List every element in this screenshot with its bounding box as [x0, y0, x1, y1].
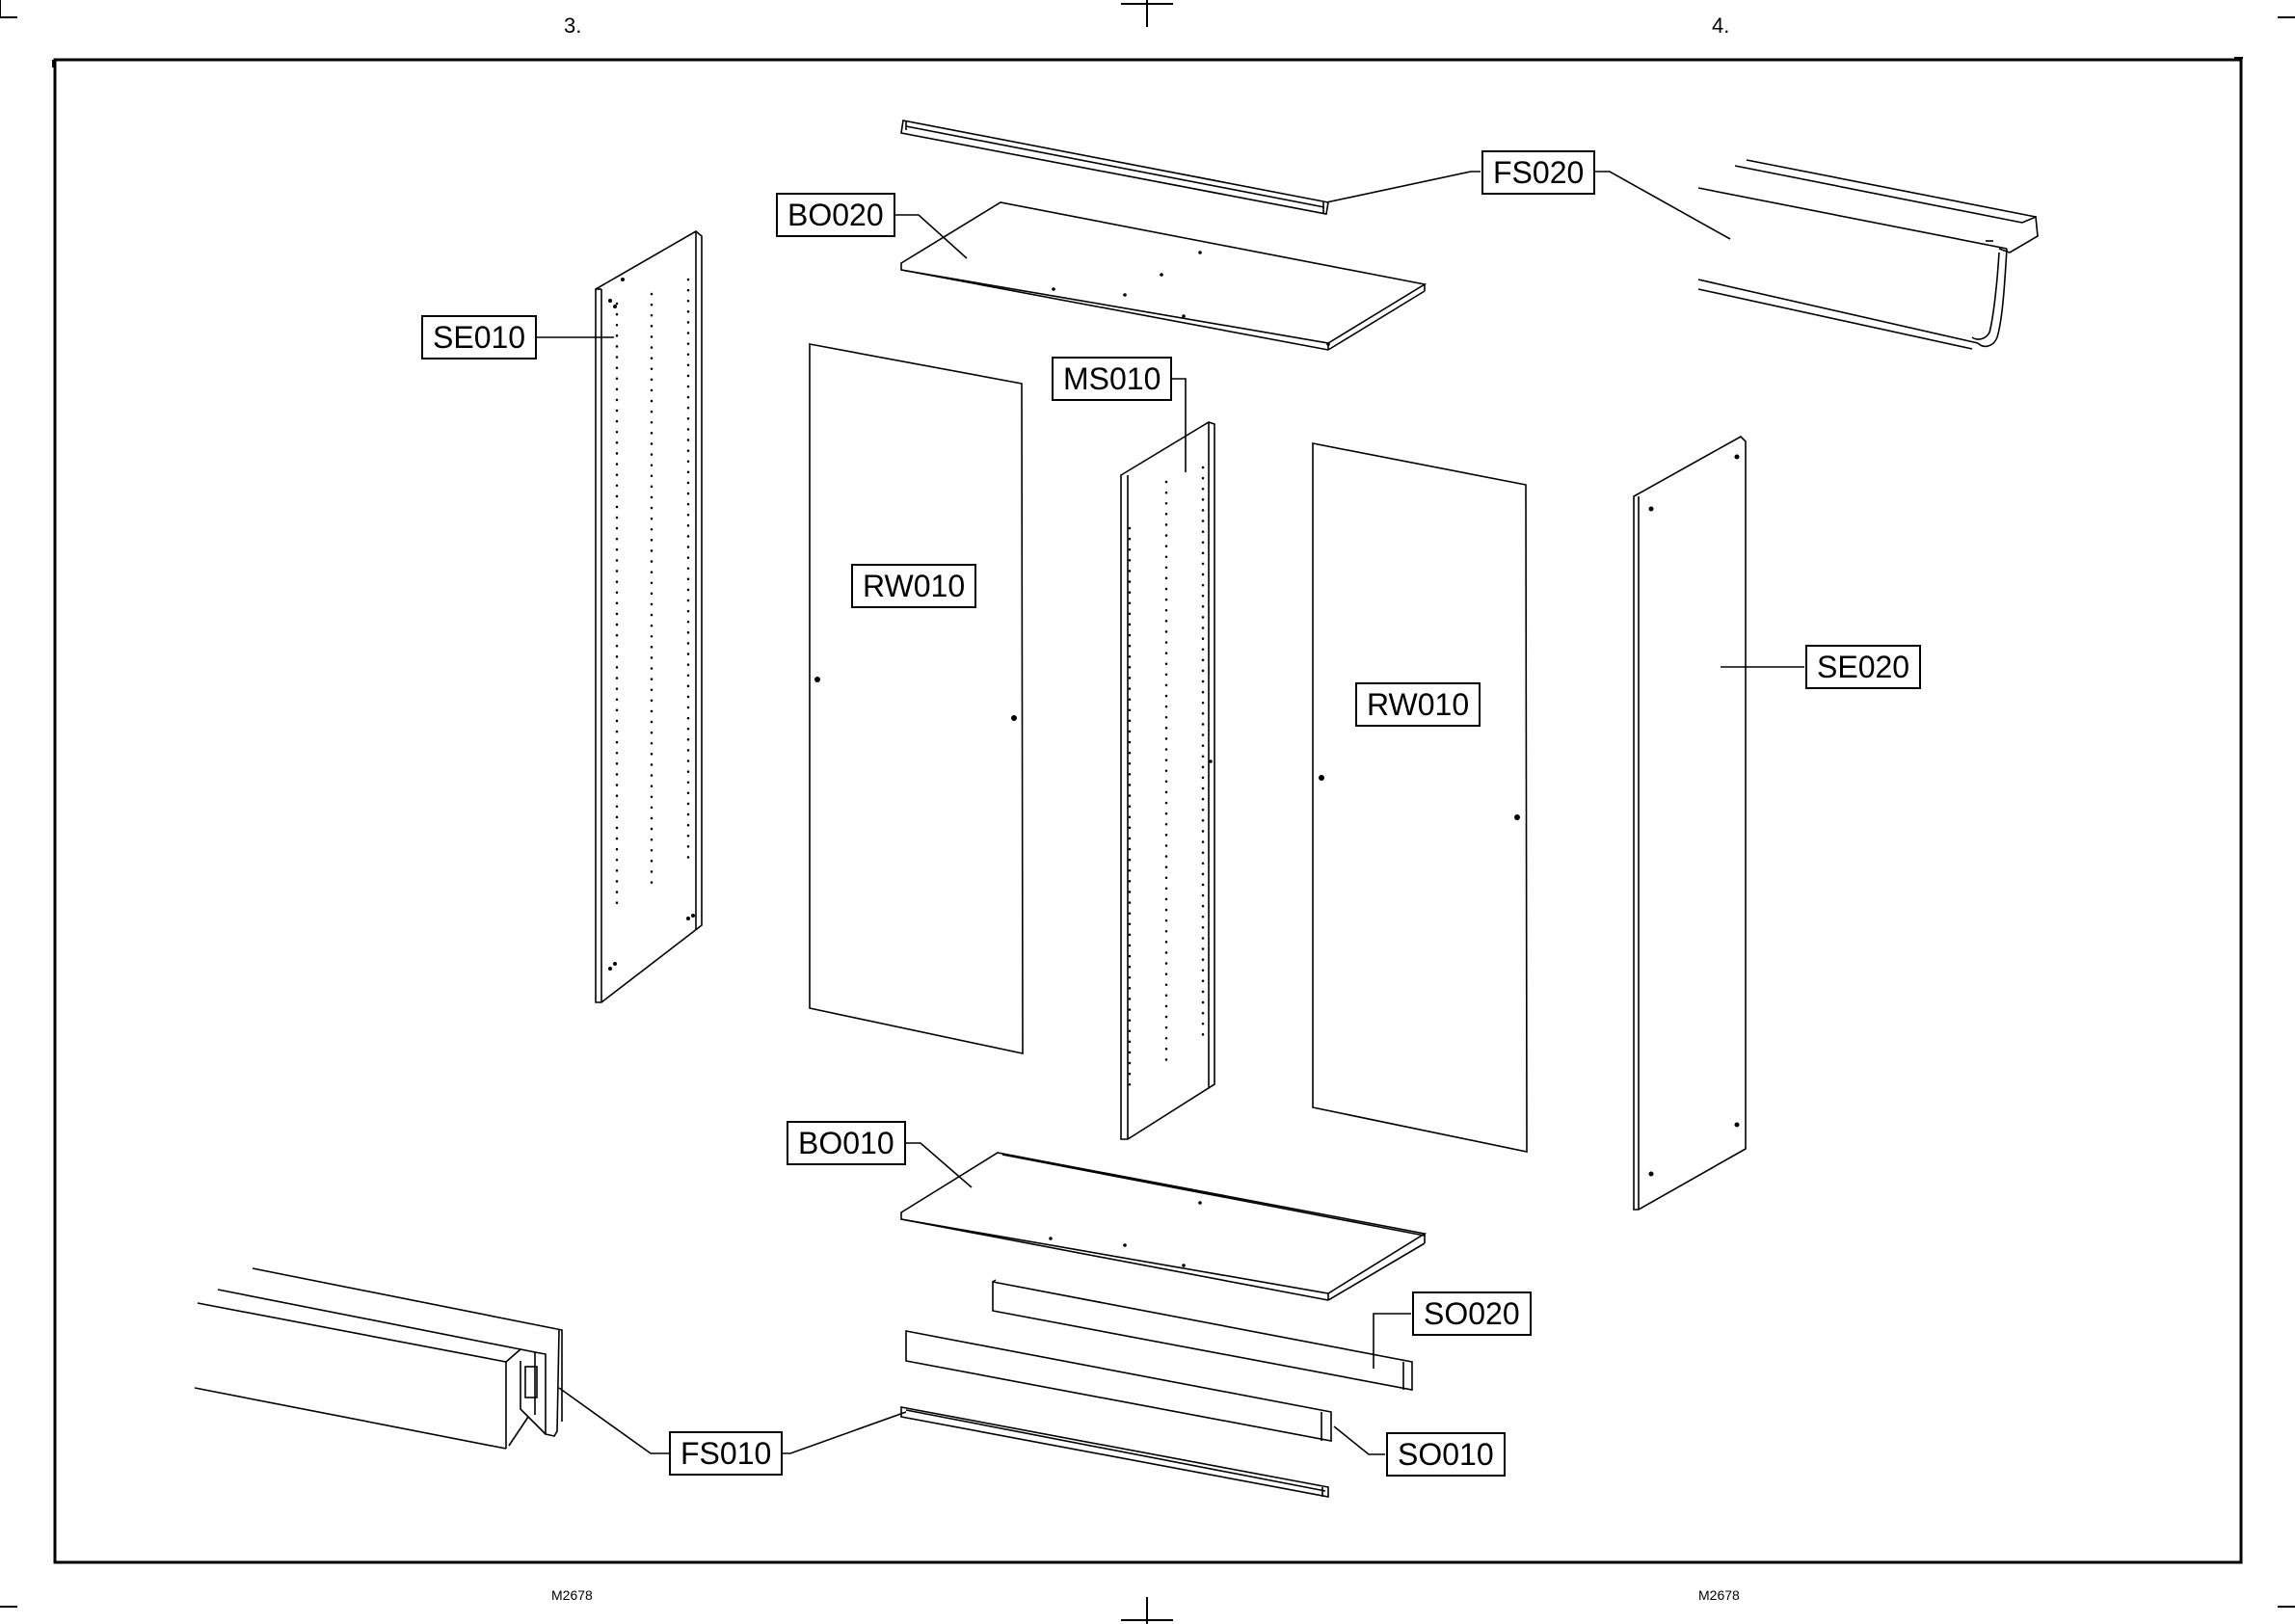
drawing-frame: [55, 60, 2241, 1562]
se010-hole-rows: [617, 280, 688, 911]
fs010-rail: [901, 1407, 1328, 1497]
leader-fs020-detail: [1592, 172, 1730, 239]
label-rw010-right: RW010: [1355, 682, 1481, 727]
ms010-panel: [1121, 422, 1214, 1139]
rw010-left-panel: [810, 344, 1023, 1053]
bo020-board: [901, 202, 1425, 350]
label-se020: SE020: [1805, 645, 1921, 689]
label-fs020: FS020: [1481, 150, 1595, 195]
leader-bo020: [893, 215, 967, 258]
so020-plinth: [993, 1280, 1412, 1390]
label-bo010: BO010: [787, 1121, 906, 1165]
ms010-hole-rows: [1130, 467, 1203, 1089]
fastener-holes: [608, 251, 1740, 1267]
label-so010: SO010: [1386, 1432, 1506, 1477]
leader-ms010: [1171, 379, 1186, 472]
fs020-profile-detail: [1698, 160, 2038, 349]
leader-bo010: [904, 1143, 972, 1187]
label-fs010: FS010: [669, 1431, 783, 1476]
fs020-rail: [901, 120, 1328, 214]
leader-fs020-rail: [1326, 172, 1481, 202]
label-bo020: BO020: [776, 193, 895, 237]
rw010-right-panel: [1313, 443, 1527, 1152]
se010-panel: [596, 231, 702, 1002]
label-se010: SE010: [421, 315, 537, 359]
bo010-board: [901, 1153, 1425, 1300]
leader-fs010-rail: [779, 1412, 906, 1453]
leader-so010: [1334, 1426, 1385, 1454]
label-rw010-left: RW010: [851, 564, 976, 608]
leader-fs010-detail: [559, 1388, 670, 1453]
so010-plinth: [906, 1331, 1331, 1441]
fs010-profile-detail: [195, 1268, 562, 1449]
label-so020: SO020: [1412, 1291, 1532, 1336]
label-ms010: MS010: [1052, 357, 1172, 401]
se020-panel: [1634, 437, 1746, 1210]
